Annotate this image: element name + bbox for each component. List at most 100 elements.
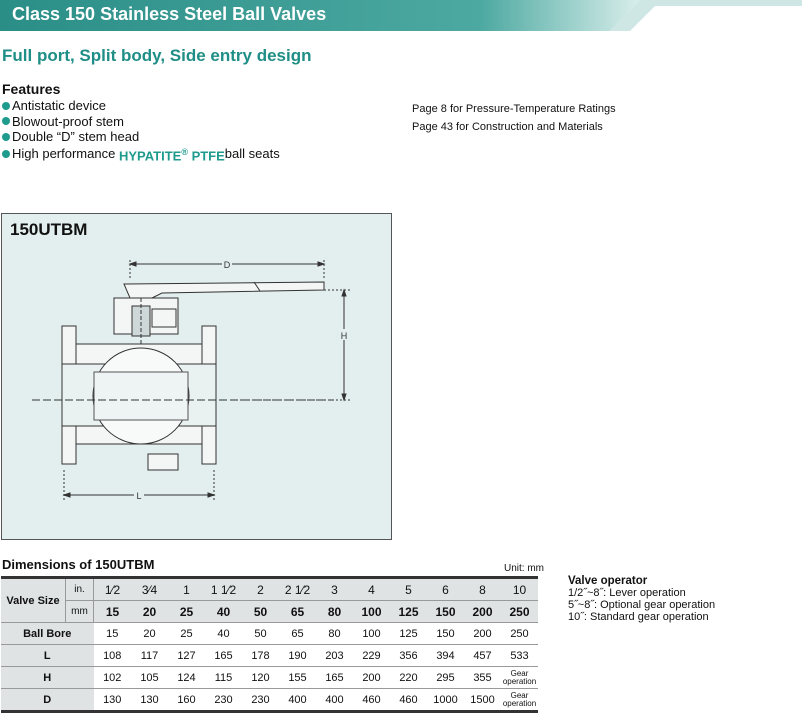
table-cell: 125 [390,622,427,645]
model-label: 150UTBM [10,220,88,239]
size-in: 1⁄2 [93,576,131,601]
table-cell: 155 [279,666,316,689]
table-cell: 120 [242,666,279,689]
table-cell: 295 [427,666,464,689]
table-cell: 124 [168,666,205,689]
size-mm: 125 [390,600,427,623]
dimensions-title: Dimensions of 150UTBM [2,557,155,572]
table-cell: 457 [464,644,501,667]
table-cell: 105 [131,666,168,689]
table-cell: 165 [316,666,353,689]
title-bar: Class 150 Stainless Steel Ball Valves [0,0,802,31]
size-mm: 150 [427,600,464,623]
table-row: Ball Bore 15 20 25 40 50 65 80 100 125 1… [1,622,538,645]
size-mm: 80 [316,600,353,623]
bullet-icon [2,101,10,110]
brand-name: HYPATITE® PTFE [118,146,225,164]
table-cell: 356 [390,644,427,667]
table-cell: 50 [242,622,279,645]
dimension-h-label: H [341,331,348,341]
unit-label: Unit: mm [504,563,544,574]
table-row: L 108 117 127 165 178 190 203 229 356 39… [1,644,538,667]
size-mm: 100 [353,600,390,623]
size-mm: 20 [131,600,168,623]
table-cell: 355 [464,666,501,689]
gear-operation-note: Gear operation [501,666,538,689]
in-header: in. [65,576,94,601]
feature-item: Blowout-proof stem [2,114,280,130]
table-cell: 130 [93,688,131,713]
row-label: L [1,644,94,667]
table-row: H 102 105 124 115 120 155 165 200 220 29… [1,666,538,689]
size-in: 8 [464,576,501,601]
size-in: 5 [390,576,427,601]
size-in: 3 [316,576,353,601]
dimension-l-label: L [136,491,141,501]
table-cell: 394 [427,644,464,667]
table-cell: 102 [93,666,131,689]
size-in: 2 [242,576,279,601]
table-cell: 130 [131,688,168,713]
table-cell: 460 [390,688,427,713]
valve-drawing: D H L [32,258,350,501]
table-cell: 230 [242,688,279,713]
valve-size-header: Valve Size [1,576,66,623]
operator-line: 10˝: Standard gear operation [568,611,709,623]
gear-operation-note: Gear operation [501,688,538,713]
table-cell: 115 [205,666,242,689]
features-list: Antistatic device Blowout-proof stem Dou… [2,98,280,164]
table-cell: 460 [353,688,390,713]
table-cell: 220 [390,666,427,689]
table-cell: 230 [205,688,242,713]
drain-plug [147,453,179,471]
valve-operator-notes: Valve operator 1/2˝~8˝: Lever operation … [568,575,715,623]
size-mm: 15 [93,600,131,623]
size-in: 10 [501,576,538,601]
operator-line: 1/2˝~8˝: Lever operation [568,587,686,599]
table-row: D 130 130 160 230 230 400 400 460 460 10… [1,688,538,713]
operator-title: Valve operator [568,575,648,587]
size-in: 1 [168,576,205,601]
table-row: Valve Size in. 1⁄2 3⁄4 1 1 1⁄2 2 2 1⁄2 3… [1,576,538,623]
table-cell: 229 [353,644,390,667]
table-cell: 65 [279,622,316,645]
page-references: Page 8 for Pressure-Temperature Ratings … [412,100,616,136]
size-mm: 200 [464,600,501,623]
table-cell: 178 [242,644,279,667]
feature-item: High performance HYPATITE® PTFE ball sea… [2,145,280,164]
feature-item: Antistatic device [2,98,280,114]
table-cell: 108 [93,644,131,667]
table-cell: 100 [353,622,390,645]
table-cell: 40 [205,622,242,645]
table-cell: 190 [279,644,316,667]
bullet-icon [2,150,10,159]
table-cell: 533 [501,644,538,667]
table-cell: 150 [427,622,464,645]
size-in: 4 [353,576,390,601]
table-cell: 15 [93,622,131,645]
table-cell: 203 [316,644,353,667]
table-cell: 200 [464,622,501,645]
size-mm: 250 [501,600,538,623]
mm-header: mm [65,600,94,623]
table-cell: 1500 [464,688,501,713]
reference-line: Page 8 for Pressure-Temperature Ratings [412,103,616,115]
valve-drawing-panel: D H L 150UTBM [1,213,392,540]
size-in: 2 1⁄2 [279,576,316,601]
table-cell: 117 [131,644,168,667]
table-cell: 25 [168,622,205,645]
row-label: H [1,666,94,689]
table-cell: 400 [279,688,316,713]
reference-line: Page 43 for Construction and Materials [412,121,603,133]
size-mm: 50 [242,600,279,623]
title-bar-background [0,0,802,31]
table-cell: 20 [131,622,168,645]
features-heading: Features [2,81,61,97]
size-mm: 40 [205,600,242,623]
table-cell: 165 [205,644,242,667]
table-cell: 400 [316,688,353,713]
bullet-icon [2,132,10,141]
feature-item: Double “D” stem head [2,129,280,145]
page-subtitle: Full port, Split body, Side entry design [2,46,312,65]
table-cell: 160 [168,688,205,713]
